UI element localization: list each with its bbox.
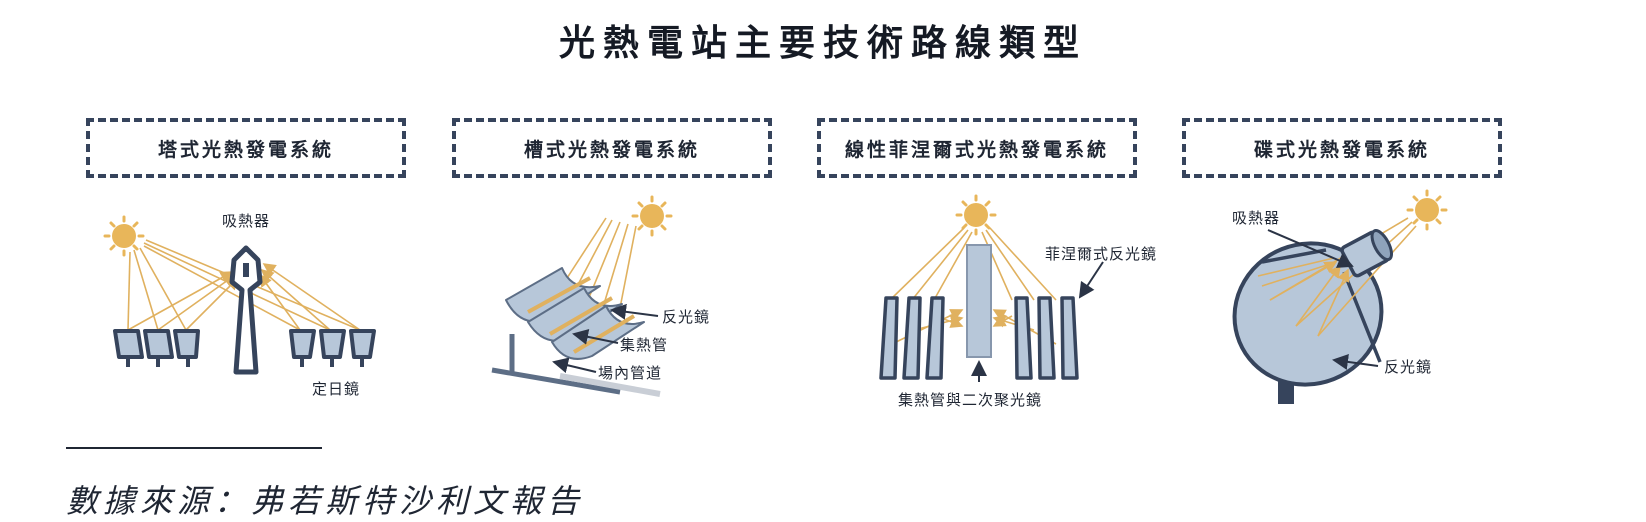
- panel-tower-title-box: 塔式光熱發電系統: [86, 118, 406, 178]
- label-dish-mirror: 反光鏡: [1384, 358, 1433, 376]
- heliostat-row-left: [113, 329, 200, 359]
- sun-icon: [103, 215, 145, 257]
- divider-line: [66, 447, 322, 449]
- source-note: 數據來源：弗若斯特沙利文報告: [66, 482, 585, 520]
- panel-tower-title: 塔式光熱發電系統: [157, 138, 334, 161]
- page-title: 光熱電站主要技術路線類型: [558, 23, 1087, 64]
- tower-diagram: [103, 215, 376, 375]
- sun-icon: [1406, 189, 1448, 231]
- dish-diagram: [1232, 189, 1448, 404]
- label-heliostat: 定日鏡: [312, 380, 361, 398]
- panel-dish-title-box: 碟式光熱發電系統: [1182, 118, 1502, 178]
- tower: [229, 245, 263, 375]
- label-trough-receiver-tube: 集熱管: [620, 336, 669, 354]
- label-receiver-dish: 吸熱器: [1232, 209, 1281, 227]
- label-receiver-tower: 吸熱器: [222, 212, 271, 230]
- trough-diagram: [491, 195, 673, 397]
- panel-dish-title: 碟式光熱發電系統: [1253, 138, 1430, 161]
- panel-trough-title-box: 槽式光熱發電系統: [452, 118, 772, 178]
- sun-icon: [631, 195, 673, 237]
- fresnel-mirrors: [879, 296, 1079, 380]
- panel-fresnel-title-box: 線性菲涅爾式光熱發電系統: [817, 118, 1137, 178]
- panel-fresnel-title: 線性菲涅爾式光熱發電系統: [844, 138, 1109, 161]
- label-fresnel-mirror: 菲涅爾式反光鏡: [1045, 245, 1158, 263]
- label-receiver-secondary-concentrator: 集熱管與二次聚光鏡: [898, 391, 1043, 409]
- label-field-pipeline: 場內管道: [598, 364, 663, 382]
- heliostat-row-right: [289, 329, 376, 359]
- fresnel-diagram: [879, 194, 1104, 382]
- panel-trough-title: 槽式光熱發電系統: [523, 138, 700, 161]
- sun-icon: [955, 194, 997, 236]
- pipeline: [491, 334, 621, 395]
- label-trough-mirror: 反光鏡: [662, 308, 711, 326]
- receiver-tube: [966, 244, 992, 358]
